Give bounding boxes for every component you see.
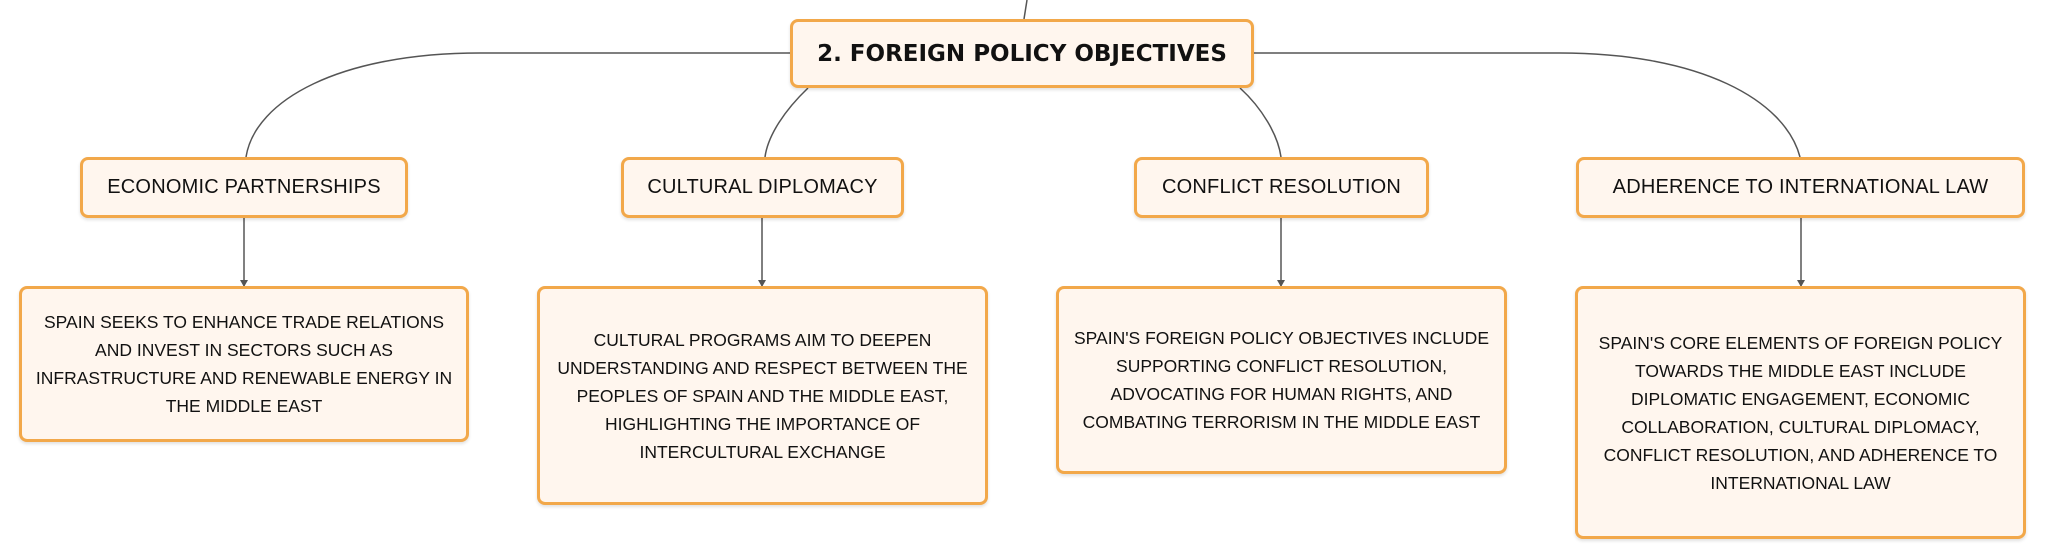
connector-root-cultural <box>764 87 809 158</box>
detail-node-conflict-resolution[interactable]: SPAIN'S FOREIGN POLICY OBJECTIVES INCLUD… <box>1056 286 1507 474</box>
detail-node-text: CULTURAL PROGRAMS AIM TO DEEPEN UNDERSTA… <box>557 329 968 462</box>
connector-root-conflict <box>1239 87 1282 158</box>
detail-node-economic-partnerships[interactable]: SPAIN SEEKS TO ENHANCE TRADE RELATIONS A… <box>19 286 469 442</box>
connector-parent-root <box>1023 0 1028 20</box>
connector-root-international-law <box>1254 52 1801 158</box>
category-node-cultural-diplomacy[interactable]: CULTURAL DIPLOMACY <box>621 157 904 218</box>
detail-node-text: SPAIN'S CORE ELEMENTS OF FOREIGN POLICY … <box>1598 332 2003 493</box>
category-node-conflict-resolution[interactable]: CONFLICT RESOLUTION <box>1134 157 1429 218</box>
connector-root-economic <box>245 52 790 158</box>
category-node-international-law[interactable]: ADHERENCE TO INTERNATIONAL LAW <box>1576 157 2025 218</box>
category-node-label: CONFLICT RESOLUTION <box>1161 176 1401 198</box>
category-node-label: ADHERENCE TO INTERNATIONAL LAW <box>1612 176 1989 198</box>
root-node-foreign-policy-objectives[interactable]: 2. FOREIGN POLICY OBJECTIVES <box>790 19 1254 88</box>
category-node-label: ECONOMIC PARTNERSHIPS <box>107 176 381 198</box>
detail-node-cultural-diplomacy[interactable]: CULTURAL PROGRAMS AIM TO DEEPEN UNDERSTA… <box>537 286 988 505</box>
category-node-label: CULTURAL DIPLOMACY <box>647 176 878 198</box>
detail-node-text: SPAIN SEEKS TO ENHANCE TRADE RELATIONS A… <box>35 312 453 416</box>
detail-node-international-law[interactable]: SPAIN'S CORE ELEMENTS OF FOREIGN POLICY … <box>1575 286 2026 539</box>
detail-node-text: SPAIN'S FOREIGN POLICY OBJECTIVES INCLUD… <box>1073 328 1489 432</box>
root-node-label: 2. FOREIGN POLICY OBJECTIVES <box>817 40 1227 67</box>
category-node-economic-partnerships[interactable]: ECONOMIC PARTNERSHIPS <box>80 157 408 218</box>
